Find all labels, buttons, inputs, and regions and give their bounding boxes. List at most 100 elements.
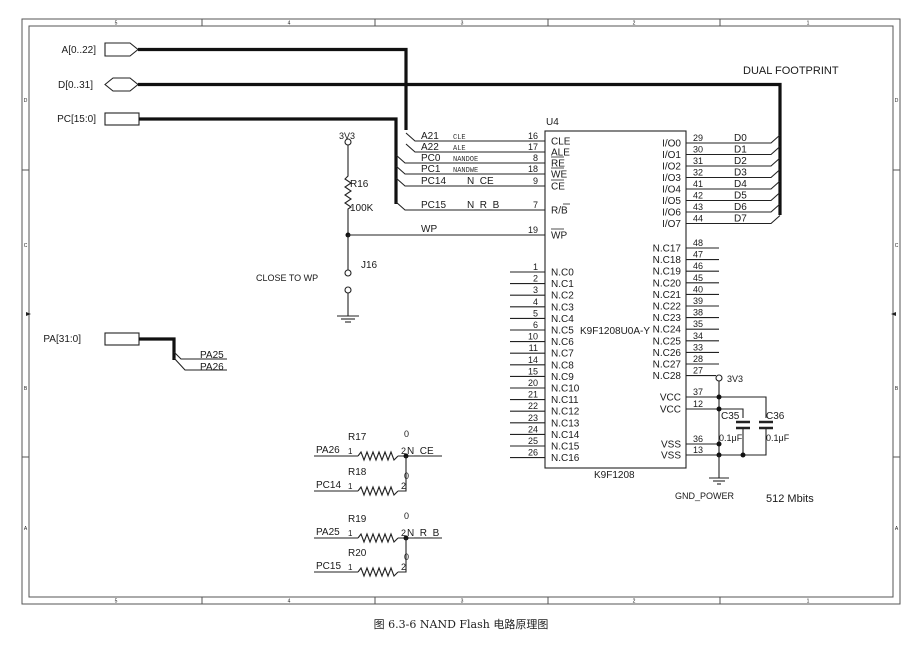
pin-name: N.C7: [551, 349, 574, 360]
pin-number: 38: [693, 308, 703, 318]
pin-number: 30: [693, 145, 703, 155]
port-pc: PC[15:0]: [57, 112, 140, 126]
pin-name: N.C26: [653, 348, 682, 359]
pin-net-label: D1: [734, 145, 747, 156]
3v3-terminal-chip: [715, 374, 723, 382]
pin-number: 5: [533, 308, 538, 318]
capacity-note: 512 Mbits: [766, 493, 814, 505]
chip-left-nc-pins: 1N.C02N.C13N.C24N.C35N.C46N.C510N.C611N.…: [510, 262, 580, 464]
resistor-output-net: N_R_B: [407, 528, 440, 539]
j16-pin-2: [344, 286, 352, 294]
pin-name: I/O5: [662, 196, 681, 207]
pin-name: N.C17: [653, 244, 682, 255]
pin-name: N.C11: [551, 395, 579, 406]
pin-name: N.C1: [551, 279, 574, 290]
pin-alias-label: N_CE: [467, 176, 494, 187]
pin-number: 35: [693, 319, 703, 329]
frame-row-A-left: A: [24, 526, 28, 532]
pin-name: R/B: [551, 206, 568, 217]
pin-number: 4: [533, 297, 538, 307]
port-data: D[0..31]: [58, 77, 139, 92]
frame-col-3-top: 3: [461, 21, 464, 27]
resistor-pin-2: 2: [401, 446, 406, 456]
chip-u4: U4 K9F1208U0A-Y K9F1208: [544, 117, 687, 481]
pin-net-label: D6: [734, 202, 747, 213]
pin-alias-label: ALE: [453, 145, 466, 153]
frame-row-B-right: B: [895, 386, 899, 392]
pin-net-label: PC1: [421, 164, 441, 175]
pin-name: N.C3: [551, 302, 574, 313]
pin-net-label: D4: [734, 179, 747, 190]
3v3-label-chip: 3V3: [727, 374, 743, 384]
pin-name: N.C14: [551, 430, 580, 441]
frame-col-1-top: 1: [807, 21, 810, 27]
pin-number: 45: [693, 273, 703, 283]
dual-footprint-note: DUAL FOOTPRINT: [743, 65, 839, 77]
pin-number: 3: [533, 285, 538, 295]
pin-net-label: D0: [734, 133, 747, 144]
c36-ref: C36: [766, 411, 785, 422]
pa25-tap-wire: [173, 351, 227, 360]
frame-row-B-left: B: [24, 386, 28, 392]
pin-number: 44: [693, 214, 703, 224]
chip-pin-nc-left: 24N.C14: [510, 424, 580, 441]
pin-name: CLE: [551, 137, 571, 148]
pin-name: N.C6: [551, 337, 574, 348]
resistor-pin-1: 1: [348, 563, 353, 572]
pin-name: CE: [551, 182, 565, 193]
pin-name: N.C27: [653, 360, 682, 371]
chip-part-number: K9F1208U0A-Y: [580, 326, 650, 337]
frame-row-D-right: D: [895, 98, 899, 104]
frame-col-1-bottom: 1: [807, 599, 810, 605]
pa25-tap-label: PA25: [200, 350, 224, 361]
bus-pc: [139, 117, 398, 204]
resistor-input-net: PC14: [316, 480, 341, 491]
pin-alias-label: NANDWE: [453, 167, 478, 175]
pin-number: 41: [693, 179, 703, 189]
port-pa: PA[31:0]: [43, 332, 140, 346]
pin-name: WP: [551, 231, 567, 242]
pin-net-label: D5: [734, 191, 747, 202]
port-pc-label: PC[15:0]: [57, 114, 96, 125]
resistor-pin-2: 2: [401, 481, 406, 491]
pin-name: I/O1: [662, 150, 681, 161]
pin-number: 32: [693, 168, 703, 178]
frame-row-A-right: A: [895, 526, 899, 532]
pin-number: 37: [693, 387, 703, 397]
chip-pin-nc-left: 26N.C16: [510, 448, 580, 464]
frame-row-C-right: C: [895, 243, 899, 249]
close-to-wp-note: CLOSE TO WP: [256, 273, 318, 283]
pin-number: 14: [528, 355, 538, 365]
pin-name: N.C19: [653, 267, 682, 278]
pin-number: 16: [528, 131, 538, 141]
pin-alias-label: NANDOE: [453, 156, 478, 164]
pin-name: N.C16: [551, 453, 580, 464]
resistor-value: 0: [404, 471, 409, 481]
j16-ref: J16: [361, 260, 378, 271]
pin-number: 12: [693, 399, 703, 409]
pin-number: 24: [528, 424, 538, 434]
resistor-ref: R20: [348, 548, 367, 559]
pin-number: 48: [693, 238, 703, 248]
frame-center-marker-right: [891, 312, 896, 316]
gnd-power-label: GND_POWER: [675, 491, 735, 501]
chip-pin-nc-left: 25N.C15: [510, 436, 580, 453]
pin-number: 42: [693, 191, 703, 201]
resistor-value: 0: [404, 429, 409, 439]
pin-alias-label: N_R_B: [467, 200, 500, 211]
chip-pin-io5: I/O5 42 D5: [662, 191, 781, 207]
resistor-pin-1: 1: [348, 482, 353, 491]
chip-pin-nc-left: 1N.C0: [510, 262, 574, 279]
